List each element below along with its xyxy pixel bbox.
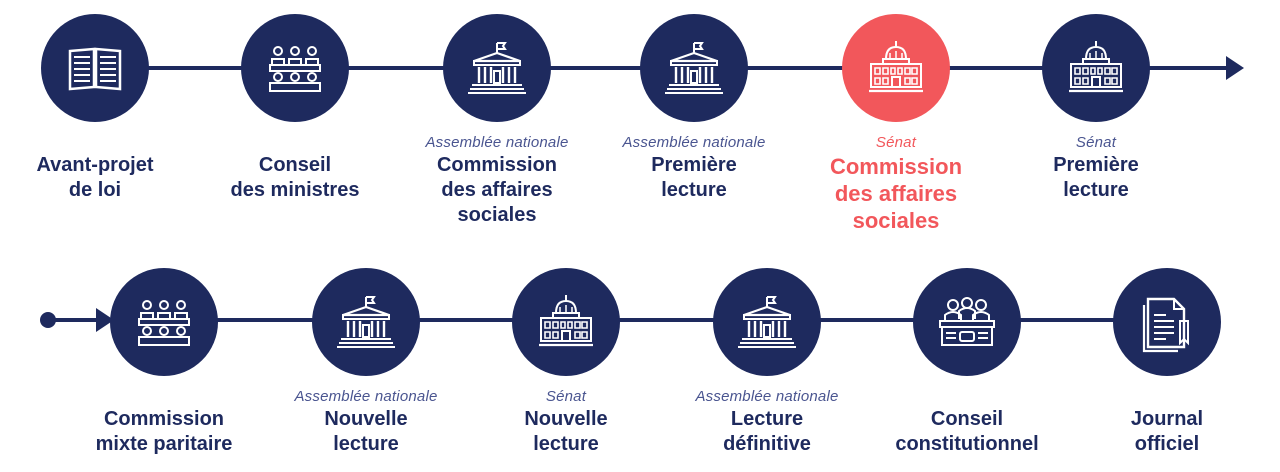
step-chamber	[0, 134, 205, 152]
step-chamber: Assemblée nationale	[695, 388, 839, 405]
step-chamber: Sénat	[875, 134, 917, 151]
step-label: Conseil des ministres	[230, 154, 360, 201]
step-label: Nouvelle lecture	[324, 408, 408, 455]
step-chamber	[54, 388, 274, 406]
arrow-right-icon	[96, 308, 114, 332]
step-label: Commission des affaires sociales	[829, 154, 963, 233]
step-senat-commission: Sénat Commission des affaires sociales	[786, 14, 1006, 234]
step-label: Commission des affaires sociales	[436, 154, 558, 226]
step-label: Conseil constitutionnel	[895, 408, 1039, 455]
step-senat-nouvelle-lecture: Sénat Nouvelle lecture	[456, 268, 676, 457]
assembly-building-icon	[468, 42, 526, 94]
senate-dome-icon	[869, 41, 923, 93]
open-book-icon	[68, 47, 122, 91]
step-chamber	[1057, 388, 1277, 406]
senate-dome-icon	[1069, 41, 1123, 93]
council-table-icon	[269, 46, 321, 92]
senate-dome-icon	[539, 295, 593, 347]
step-conseil-constitutionnel: Conseil constitutionnel	[857, 268, 1077, 457]
step-circle	[443, 14, 551, 122]
step-circle	[41, 14, 149, 122]
arrow-right-icon	[1226, 56, 1244, 80]
step-label: Première lecture	[651, 154, 737, 201]
step-circle	[241, 14, 349, 122]
assembly-building-icon	[665, 42, 723, 94]
step-circle	[512, 268, 620, 376]
journal-document-icon	[1142, 297, 1189, 353]
step-chamber: Assemblée nationale	[425, 134, 569, 151]
step-circle	[713, 268, 821, 376]
step-chamber: Sénat	[1075, 134, 1117, 151]
step-chamber	[185, 134, 405, 152]
step-senat-premiere-lecture: Sénat Première lecture	[986, 14, 1206, 203]
step-circle	[110, 268, 218, 376]
step-circle	[312, 268, 420, 376]
step-chamber: Assemblée nationale	[294, 388, 438, 405]
timeline-start-dot	[40, 312, 56, 328]
step-journal-officiel: Journal officiel	[1057, 268, 1277, 457]
step-label: Commission mixte paritaire	[95, 408, 233, 455]
step-an-nouvelle-lecture: Assemblée nationale Nouvelle lecture	[256, 268, 476, 457]
step-avant-projet: Avant-projet de loi	[0, 14, 205, 203]
step-cmp: Commission mixte paritaire	[54, 268, 274, 457]
step-circle	[913, 268, 1021, 376]
assembly-building-icon	[337, 296, 395, 348]
assembly-building-icon	[738, 296, 796, 348]
step-label: Avant-projet de loi	[36, 154, 154, 201]
council-table-icon	[138, 300, 190, 346]
step-circle	[640, 14, 748, 122]
step-circle	[842, 14, 950, 122]
step-label: Journal officiel	[1130, 408, 1204, 455]
step-circle	[1042, 14, 1150, 122]
step-an-premiere-lecture: Assemblée nationale Première lecture	[584, 14, 804, 203]
judges-bench-icon	[939, 297, 995, 346]
step-an-commission: Assemblée nationale Commission des affai…	[387, 14, 607, 228]
step-chamber: Sénat	[545, 388, 587, 405]
step-conseil-ministres: Conseil des ministres	[185, 14, 405, 203]
step-circle	[1113, 268, 1221, 376]
step-label: Lecture définitive	[723, 408, 811, 455]
step-an-lecture-definitive: Assemblée nationale Lecture définitive	[657, 268, 877, 457]
step-chamber: Assemblée nationale	[622, 134, 766, 151]
step-chamber	[857, 388, 1077, 406]
step-label: Nouvelle lecture	[524, 408, 608, 455]
step-label: Première lecture	[1053, 154, 1139, 201]
